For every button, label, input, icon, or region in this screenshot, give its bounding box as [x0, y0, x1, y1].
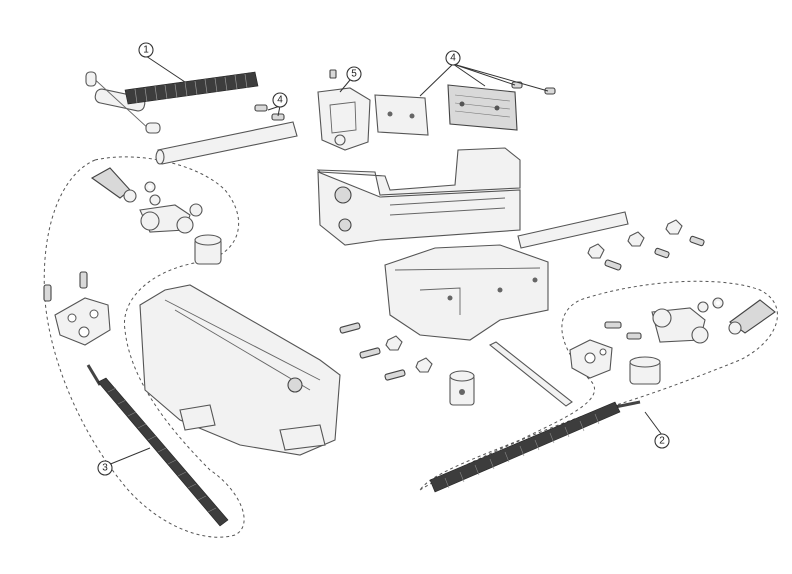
screws-right — [604, 321, 642, 340]
callout-5: 5 — [346, 66, 362, 82]
mount-plate-right — [569, 339, 613, 379]
svg-text:5: 5 — [351, 69, 357, 80]
small-screws-right — [511, 81, 556, 95]
bushing-left — [194, 234, 222, 265]
handle-right — [728, 299, 776, 335]
svg-text:1: 1 — [143, 45, 149, 56]
gib-strip — [488, 341, 573, 407]
gib-bar — [517, 211, 629, 249]
t-handle-screw — [85, 71, 259, 134]
jaw-plate-right — [447, 84, 518, 131]
svg-text:4: 4 — [277, 95, 283, 106]
callout-4a: 4 — [272, 92, 288, 108]
lead-screw-left — [86, 364, 229, 527]
jaw-bracket — [317, 69, 371, 151]
bushing-right — [629, 356, 661, 385]
mount-plate-left — [54, 297, 111, 346]
leader-lines — [107, 55, 663, 466]
callout-4b: 4 — [445, 50, 461, 66]
lead-screw-right — [429, 400, 641, 493]
center-jaw-body — [384, 244, 549, 341]
handle-left — [90, 167, 137, 203]
callout-2: 2 — [654, 433, 670, 449]
small-screws-left — [254, 104, 285, 121]
washer-nut-left — [144, 181, 161, 206]
small-bushing — [449, 370, 475, 406]
t-joint-right — [651, 307, 709, 344]
hardware-cluster-right — [587, 219, 705, 271]
callout-3: 3 — [97, 460, 113, 476]
washer-nut-right — [697, 297, 724, 313]
svg-text:3: 3 — [102, 463, 108, 474]
callout-1: 1 — [138, 42, 154, 58]
moving-jaw-body — [316, 147, 521, 246]
group-outline-3 — [43, 156, 245, 538]
jaw-plate-left — [374, 94, 429, 136]
svg-text:2: 2 — [659, 436, 665, 447]
screws-center — [339, 322, 433, 381]
screws-left — [43, 271, 88, 302]
guide-rod — [155, 121, 298, 165]
t-joint-left — [139, 203, 203, 234]
svg-text:4: 4 — [450, 53, 456, 64]
vise-base — [139, 284, 341, 456]
